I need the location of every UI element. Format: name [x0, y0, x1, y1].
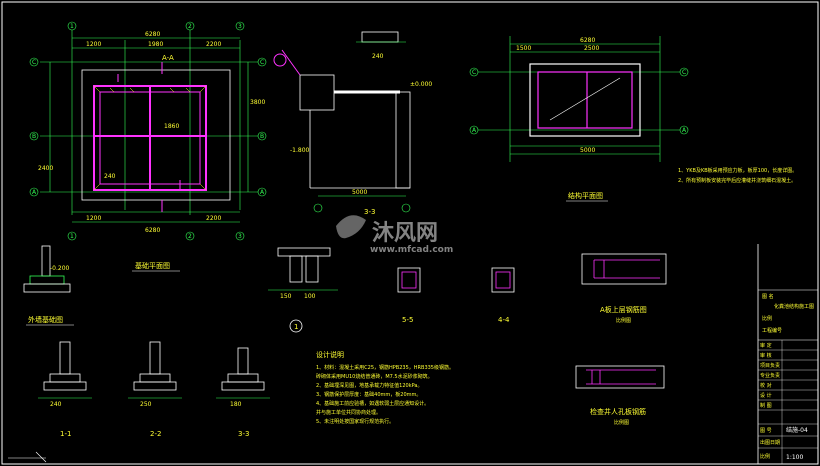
roof-dim-5000: 5000: [580, 147, 595, 154]
roof-plan-title: 结构平面图: [568, 191, 603, 200]
elev-neg1800: -1.800: [290, 147, 310, 154]
dim-1200-bottom: 1200: [86, 215, 101, 222]
dim-6280-bottom: 6280: [145, 227, 160, 234]
axis-c-right: C: [260, 59, 264, 66]
axis-3-top: 3: [238, 23, 242, 30]
dim-1200-top: 1200: [86, 41, 101, 48]
tb-date-label: 出图日期: [760, 439, 780, 446]
dim-2400-left: 2400: [38, 165, 53, 172]
roof-dim-2500: 2500: [584, 45, 599, 52]
elev-zero: ±0.000: [410, 81, 432, 88]
section-detail-center: 5000 -1.800 ±0.000 3-3 240: [273, 31, 432, 216]
tb-row-design: 设 计: [760, 392, 772, 399]
corner-marks: [8, 451, 47, 463]
cover-plan-title: A板上层钢筋图: [600, 305, 647, 314]
tb-scale-value: 1:100: [786, 454, 803, 461]
tb-row-draw: 制 图: [760, 402, 772, 409]
roof-axis-a-right: A: [682, 127, 687, 134]
axis-2-bottom: 2: [188, 233, 192, 240]
axis-1-top: 1: [70, 23, 74, 30]
beam-dim-150: 150: [280, 293, 292, 300]
note-4: 3、钢筋保护层厚度：基础40mm，板20mm。: [316, 391, 421, 398]
top-note-2: 2、所有预制板安装完毕后应灌缝并浇筑细石混凝土。: [678, 177, 796, 184]
watermark-brand: 沐风网: [372, 221, 438, 246]
footing-elev: -0.200: [50, 265, 70, 272]
bubble-1: 1: [294, 323, 298, 331]
tb-sheet-label: 图 号: [760, 428, 772, 434]
top-note-1: 1、YKB及KB板采用预应力板，板厚100，长度详图。: [678, 167, 797, 174]
dim-240-a: 240: [104, 173, 116, 180]
roof-axis-c-right: C: [682, 69, 686, 76]
watermark-url: www.mfcad.com: [370, 245, 453, 255]
axis-2-top: 2: [188, 23, 192, 30]
section-1-1: 1-1: [60, 430, 71, 438]
tb-row-approve: 审 定: [760, 342, 772, 349]
dim-5000-section: 5000: [352, 189, 367, 196]
dim-1980-top: 1980: [148, 41, 163, 48]
tb-row-scale: 比例: [762, 315, 772, 322]
section-A-mark-top: A-A: [162, 54, 174, 62]
beam-section: 150 100 1: [268, 247, 338, 333]
tb-row-lead: 专业负责: [760, 372, 780, 379]
tb-sheet-no: 结施-04: [786, 426, 808, 434]
footing-detail: -0.200 外墙基础图: [23, 245, 74, 326]
foundation-plan-title: 基础平面图: [135, 261, 170, 270]
sec3-dim: 180: [230, 401, 242, 408]
note-6: 并与施工单位共同协商处理。: [316, 409, 381, 416]
section-3-3-label: 3-3: [364, 208, 375, 216]
foundation-sections: 240 250 180 1-1 2-2 3-3: [38, 341, 270, 438]
roof-dim-6280: 6280: [580, 37, 595, 44]
footing-detail-title: 外墙基础图: [28, 315, 63, 324]
cover-plan-sub: 比例图: [616, 317, 631, 324]
axis-1-bottom: 1: [70, 233, 74, 240]
beam-detail-dim: 240: [372, 53, 384, 60]
tb-row-title: 图 名: [762, 293, 774, 300]
roof-dim-1500: 1500: [516, 45, 531, 52]
watermark: 沐风网 www.mfcad.com: [336, 215, 453, 255]
roof-axis-a-left: A: [472, 127, 477, 134]
note-3: 2、基础埋深见图，地基承载力特征值120kPa。: [316, 382, 422, 389]
dim-1860: 1860: [164, 123, 179, 130]
cover-slab-plans: A板上层钢筋图 比例图 检查井人孔板钢筋 比例图: [575, 253, 667, 426]
section-2-2: 2-2: [150, 430, 161, 438]
title-block: 图 名 化粪池结构施工图 比例 工程编号 审 定 审 核 项目负责 专业负责 校…: [757, 244, 818, 464]
tb-row-pm: 项目负责: [760, 362, 780, 369]
tb-row-check: 校 对: [760, 382, 772, 389]
cover-plan2-title: 检查井人孔板钢筋: [590, 407, 646, 416]
axis-a-left: A: [32, 189, 37, 196]
note-2: 砖砌体采用MU10烧结普通砖，M7.5水泥砂浆砌筑。: [316, 373, 433, 380]
sec2-dim: 250: [140, 401, 152, 408]
tb-drawing-name: 化粪池结构施工图: [774, 303, 814, 310]
sec1-dim: 240: [50, 401, 62, 408]
beam-dim-100: 100: [304, 293, 316, 300]
section-5-5: 5-5: [402, 316, 413, 324]
note-7: 5、未注明处按国家现行规范执行。: [316, 418, 394, 425]
note-1: 1、材料：混凝土采用C25，钢筋HPB235，HRB335级钢筋。: [316, 364, 454, 371]
axis-c-left: C: [32, 59, 36, 66]
axis-3-bottom: 3: [238, 233, 242, 240]
notes-title: 设计说明: [316, 350, 344, 359]
cover-plan2-sub: 比例图: [614, 419, 629, 426]
section-4-4: 4-4: [498, 316, 510, 324]
axis-b-right: B: [260, 133, 264, 140]
dim-3800-right: 3800: [250, 99, 265, 106]
dim-2200-bottom: 2200: [206, 215, 221, 222]
foundation-plan: 1 2 3 C B A C B A 1 2 3 6280 1200 1980 2…: [29, 21, 267, 272]
tb-row-project: 工程编号: [762, 327, 782, 334]
section-3-3-bottom: 3-3: [238, 430, 249, 438]
axis-a-right: A: [260, 189, 265, 196]
small-sections: 5-5 4-4: [397, 267, 515, 324]
roof-axis-c-left: C: [472, 69, 476, 76]
design-notes: 设计说明 1、材料：混凝土采用C25，钢筋HPB235，HRB335级钢筋。 砖…: [316, 350, 454, 425]
roof-structure-plan: C A C A 1500 2500 6280 5000 结构平面图 1、YKB及…: [469, 36, 797, 202]
dim-6280-top: 6280: [145, 31, 160, 38]
note-5: 4、基础施工前应验槽，如遇软弱土层应通知设计。: [316, 400, 429, 407]
tb-scale-label: 比例: [760, 453, 770, 460]
tb-row-review: 审 核: [760, 352, 772, 359]
dim-2200-top: 2200: [206, 41, 221, 48]
axis-b-left: B: [32, 133, 36, 140]
